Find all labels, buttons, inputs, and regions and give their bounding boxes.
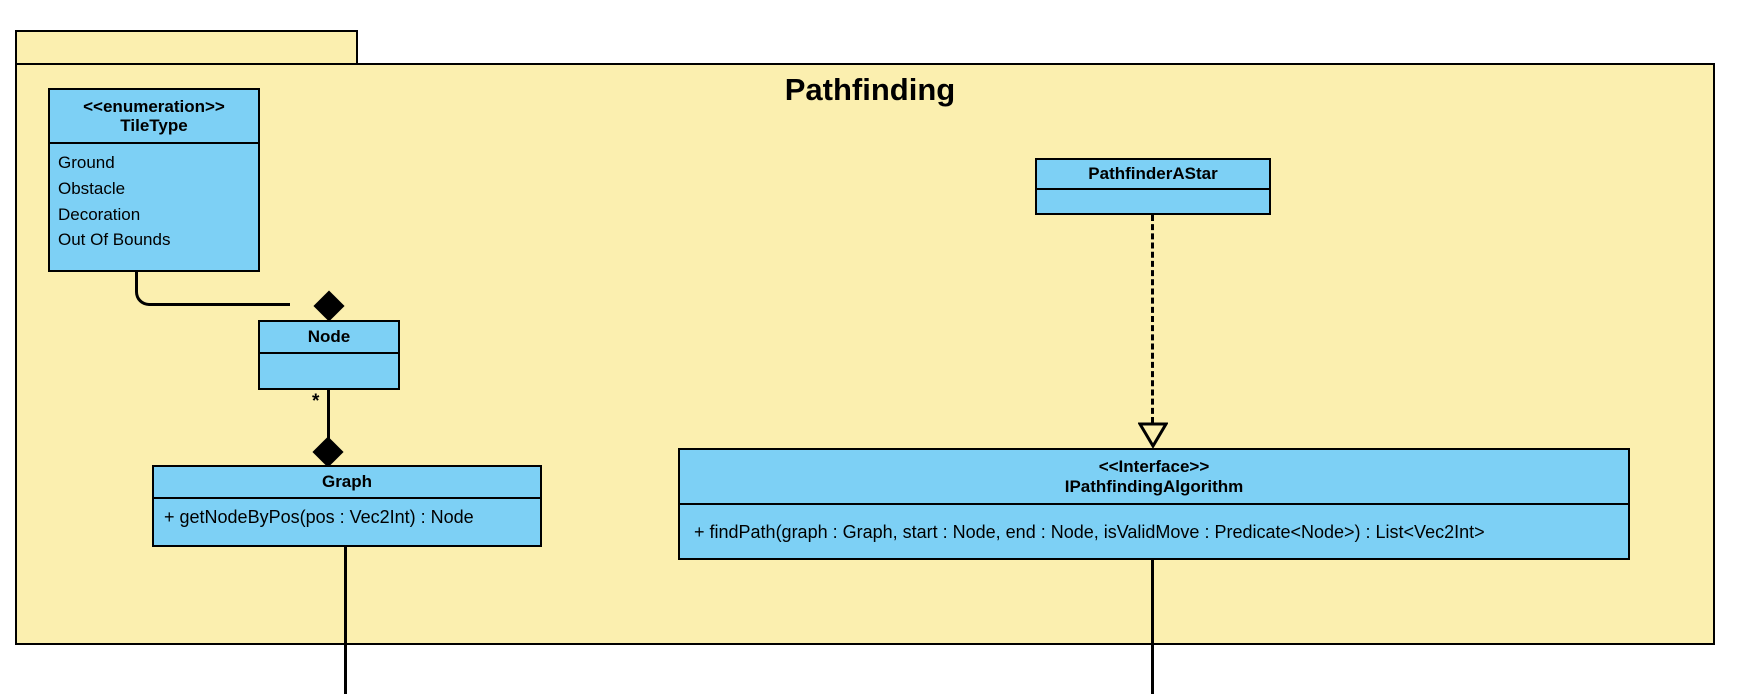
class-operations-graph: + getNodeByPos(pos : Vec2Int) : Node xyxy=(154,499,540,545)
class-literals-tiletype: Ground Obstacle Decoration Out Of Bounds xyxy=(50,144,258,253)
graph-outgoing-line xyxy=(344,547,347,694)
class-box-graph[interactable]: Graph + getNodeByPos(pos : Vec2Int) : No… xyxy=(152,465,542,547)
class-name-ipathfindingalgorithm: IPathfindingAlgorithm xyxy=(1064,476,1244,496)
class-header-pathfinderastar: PathfinderAStar xyxy=(1037,160,1269,190)
enum-literal: Out Of Bounds xyxy=(58,230,171,250)
realization-astar-ipa-line xyxy=(1151,215,1154,423)
class-name-pathfinderastar: PathfinderAStar xyxy=(1088,164,1218,184)
class-members-node xyxy=(260,354,398,388)
multiplicity-node-graph: * xyxy=(312,391,320,412)
package-title: Pathfinding xyxy=(784,72,956,107)
package-tab xyxy=(15,30,358,63)
class-header-tiletype: <<enumeration>> TileType xyxy=(50,90,258,144)
stereotype-label-ipathfindingalgorithm: <<Interface>> xyxy=(1098,457,1210,477)
enum-literal: Ground xyxy=(58,153,115,172)
composition-tiletype-node-line xyxy=(135,272,290,306)
class-header-graph: Graph xyxy=(154,467,540,499)
operation-signature: + getNodeByPos(pos : Vec2Int) : Node xyxy=(164,507,474,527)
class-members-pathfinderastar xyxy=(1037,190,1269,215)
class-operations-ipathfindingalgorithm: + findPath(graph : Graph, start : Node, … xyxy=(680,505,1628,560)
stereotype-label-tiletype: <<enumeration>> xyxy=(83,96,225,116)
class-name-node: Node xyxy=(307,327,351,347)
class-box-tiletype[interactable]: <<enumeration>> TileType Ground Obstacle… xyxy=(48,88,260,272)
class-header-ipathfindingalgorithm: <<Interface>> IPathfindingAlgorithm xyxy=(680,450,1628,505)
operation-signature: + findPath(graph : Graph, start : Node, … xyxy=(694,522,1485,542)
class-box-pathfinderastar[interactable]: PathfinderAStar xyxy=(1035,158,1271,215)
class-name-graph: Graph xyxy=(321,472,373,492)
enum-literal: Obstacle xyxy=(58,178,126,198)
class-header-node: Node xyxy=(260,322,398,354)
class-name-tiletype: TileType xyxy=(120,116,188,135)
composition-node-graph-line xyxy=(327,390,330,468)
interface-outgoing-line xyxy=(1151,560,1154,694)
enum-literal: Decoration xyxy=(58,204,141,224)
class-box-node[interactable]: Node xyxy=(258,320,400,390)
class-box-ipathfindingalgorithm[interactable]: <<Interface>> IPathfindingAlgorithm + fi… xyxy=(678,448,1630,560)
realization-triangle-head xyxy=(1138,422,1168,448)
